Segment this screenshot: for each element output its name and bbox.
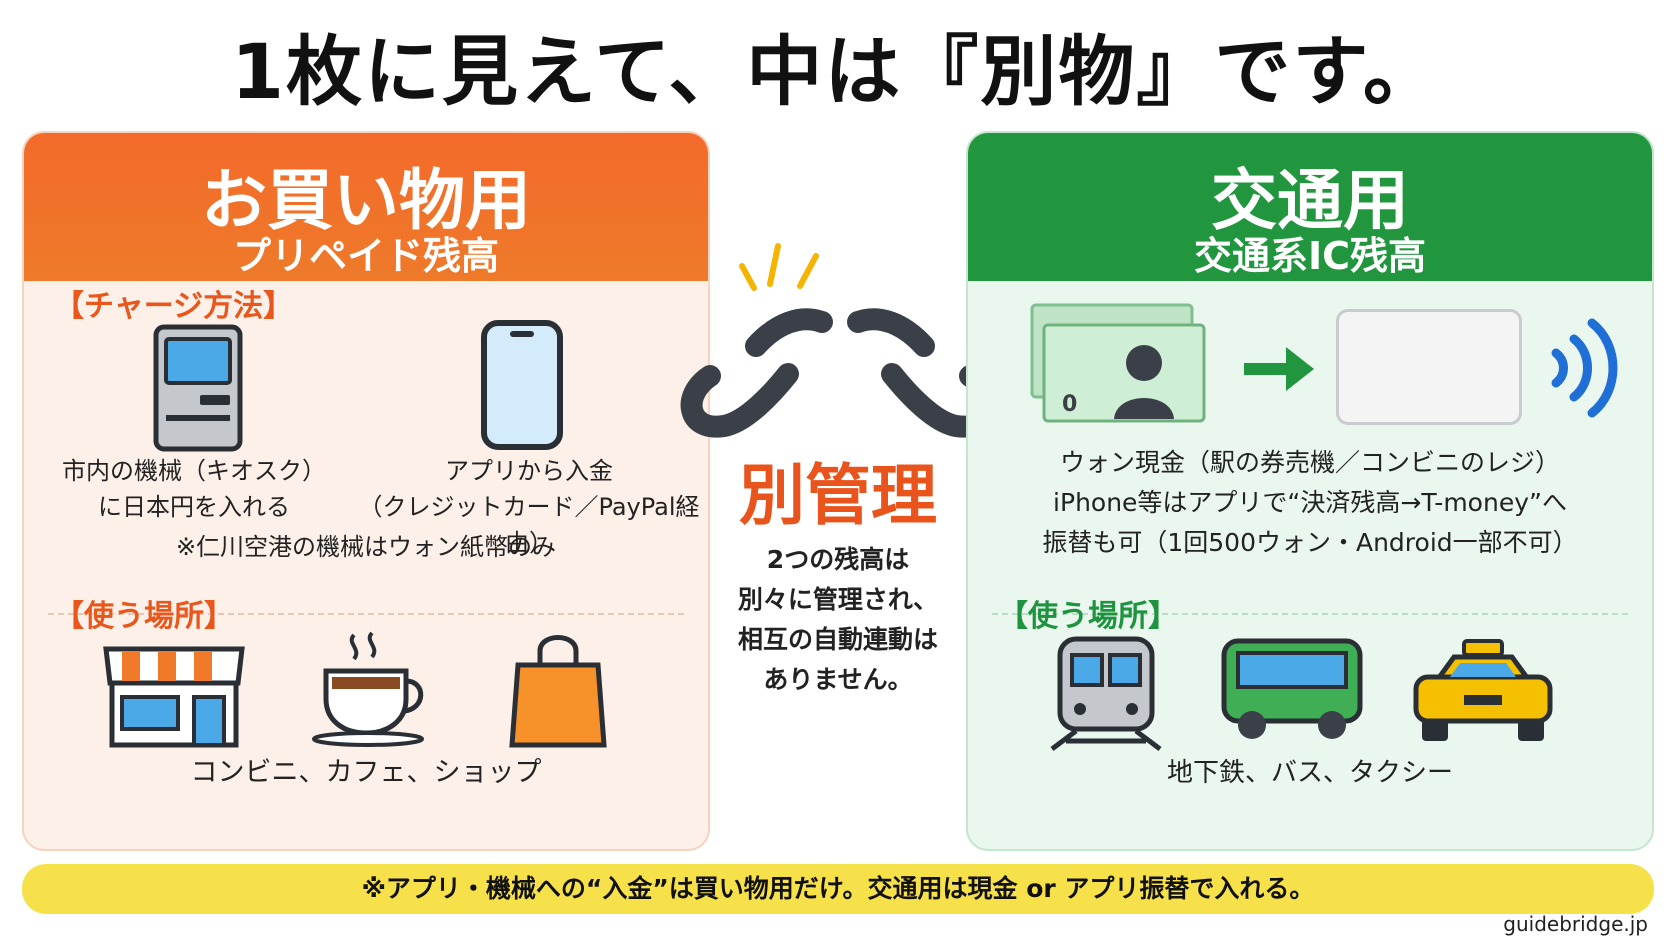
- transit-divider: [992, 613, 1628, 615]
- site-credit: guidebridge.jp: [1503, 912, 1648, 936]
- kiosk-line1: 市内の機械（キオスク）: [62, 457, 326, 485]
- kiosk-text: 市内の機械（キオスク） に日本円を入れる: [34, 453, 354, 525]
- transit-header: 交通用 交通系IC残高: [968, 133, 1652, 281]
- kiosk-icon: [153, 324, 243, 452]
- shopping-places: コンビニ、カフェ、ショップ: [190, 757, 542, 788]
- shopping-heading: お買い物用: [201, 162, 531, 239]
- app-line2: （クレジットカード／PayPal経由）: [358, 493, 700, 557]
- arrow-right-icon: [1244, 347, 1314, 391]
- shopping-subheading: プリペイド残高: [232, 234, 499, 278]
- center-note-line4: ありません。: [763, 665, 913, 694]
- center-note-line2: 別々に管理され、: [737, 585, 939, 614]
- center-note-line1: 2つの残高は: [766, 545, 910, 574]
- transit-line1: ウォン現金（駅の券売機／コンビニのレジ）: [1059, 448, 1560, 477]
- transit-line2: iPhone等はアプリで“決済残高→T-money”へ: [1053, 488, 1567, 517]
- shopping-divider: [48, 613, 684, 615]
- charge-method-label: 【チャージ方法】: [54, 289, 294, 324]
- transit-charge-text: ウォン現金（駅の券売機／コンビニのレジ） iPhone等はアプリで“決済残高→T…: [968, 443, 1652, 563]
- transit-places-label: 【使う場所】: [998, 599, 1178, 634]
- app-topup-text: アプリから入金 （クレジットカード／PayPal経由）: [354, 453, 704, 561]
- coffee-cup-icon: [312, 631, 424, 747]
- transit-subheading: 交通系IC残高: [1193, 234, 1427, 278]
- separate-management-label: 別管理: [739, 457, 937, 534]
- banknote-digit: 0: [1062, 392, 1077, 417]
- separate-management-note: 2つの残高は 別々に管理され、 相互の自動連動は ありません。: [710, 540, 966, 700]
- contactless-icon: [1551, 318, 1618, 418]
- kiosk-line2: に日本円を入れる: [98, 493, 290, 521]
- page-title: 1枚に見えて、中は『別物』です。: [231, 27, 1441, 116]
- train-icon: [1050, 636, 1162, 751]
- transit-places: 地下鉄、バス、タクシー: [1166, 758, 1453, 788]
- center-note-line3: 相互の自動連動は: [737, 625, 938, 654]
- ic-card-icon: [1336, 309, 1522, 425]
- bus-icon: [1221, 638, 1363, 739]
- shopping-header: お買い物用 プリペイド残高: [24, 133, 708, 281]
- airport-note: ※仁川空港の機械はウォン紙幣のみ: [175, 533, 557, 561]
- smartphone-icon: [481, 320, 563, 450]
- shopping-bag-icon: [509, 635, 607, 748]
- shopping-places-label: 【使う場所】: [54, 599, 234, 634]
- taxi-icon: [1413, 639, 1553, 741]
- app-line1: アプリから入金: [445, 457, 613, 485]
- shopping-panel: お買い物用 プリペイド残高 【チャージ方法】 市内の機械（キオスク） に日本円を…: [22, 131, 710, 851]
- store-icon: [103, 646, 245, 748]
- transit-line3: 振替も可（1回500ウォン・Android一部不可）: [1042, 528, 1578, 557]
- transit-panel: 交通用 交通系IC残高 0 ウォン現金（駅の券売機／コンビニのレジ） iPhon…: [966, 131, 1654, 851]
- footer-note: ※アプリ・機械への“入金”は買い物用だけ。交通用は現金 or アプリ振替で入れる…: [22, 864, 1654, 914]
- banknotes-icon: 0: [1030, 303, 1206, 423]
- transit-heading: 交通用: [1211, 162, 1409, 239]
